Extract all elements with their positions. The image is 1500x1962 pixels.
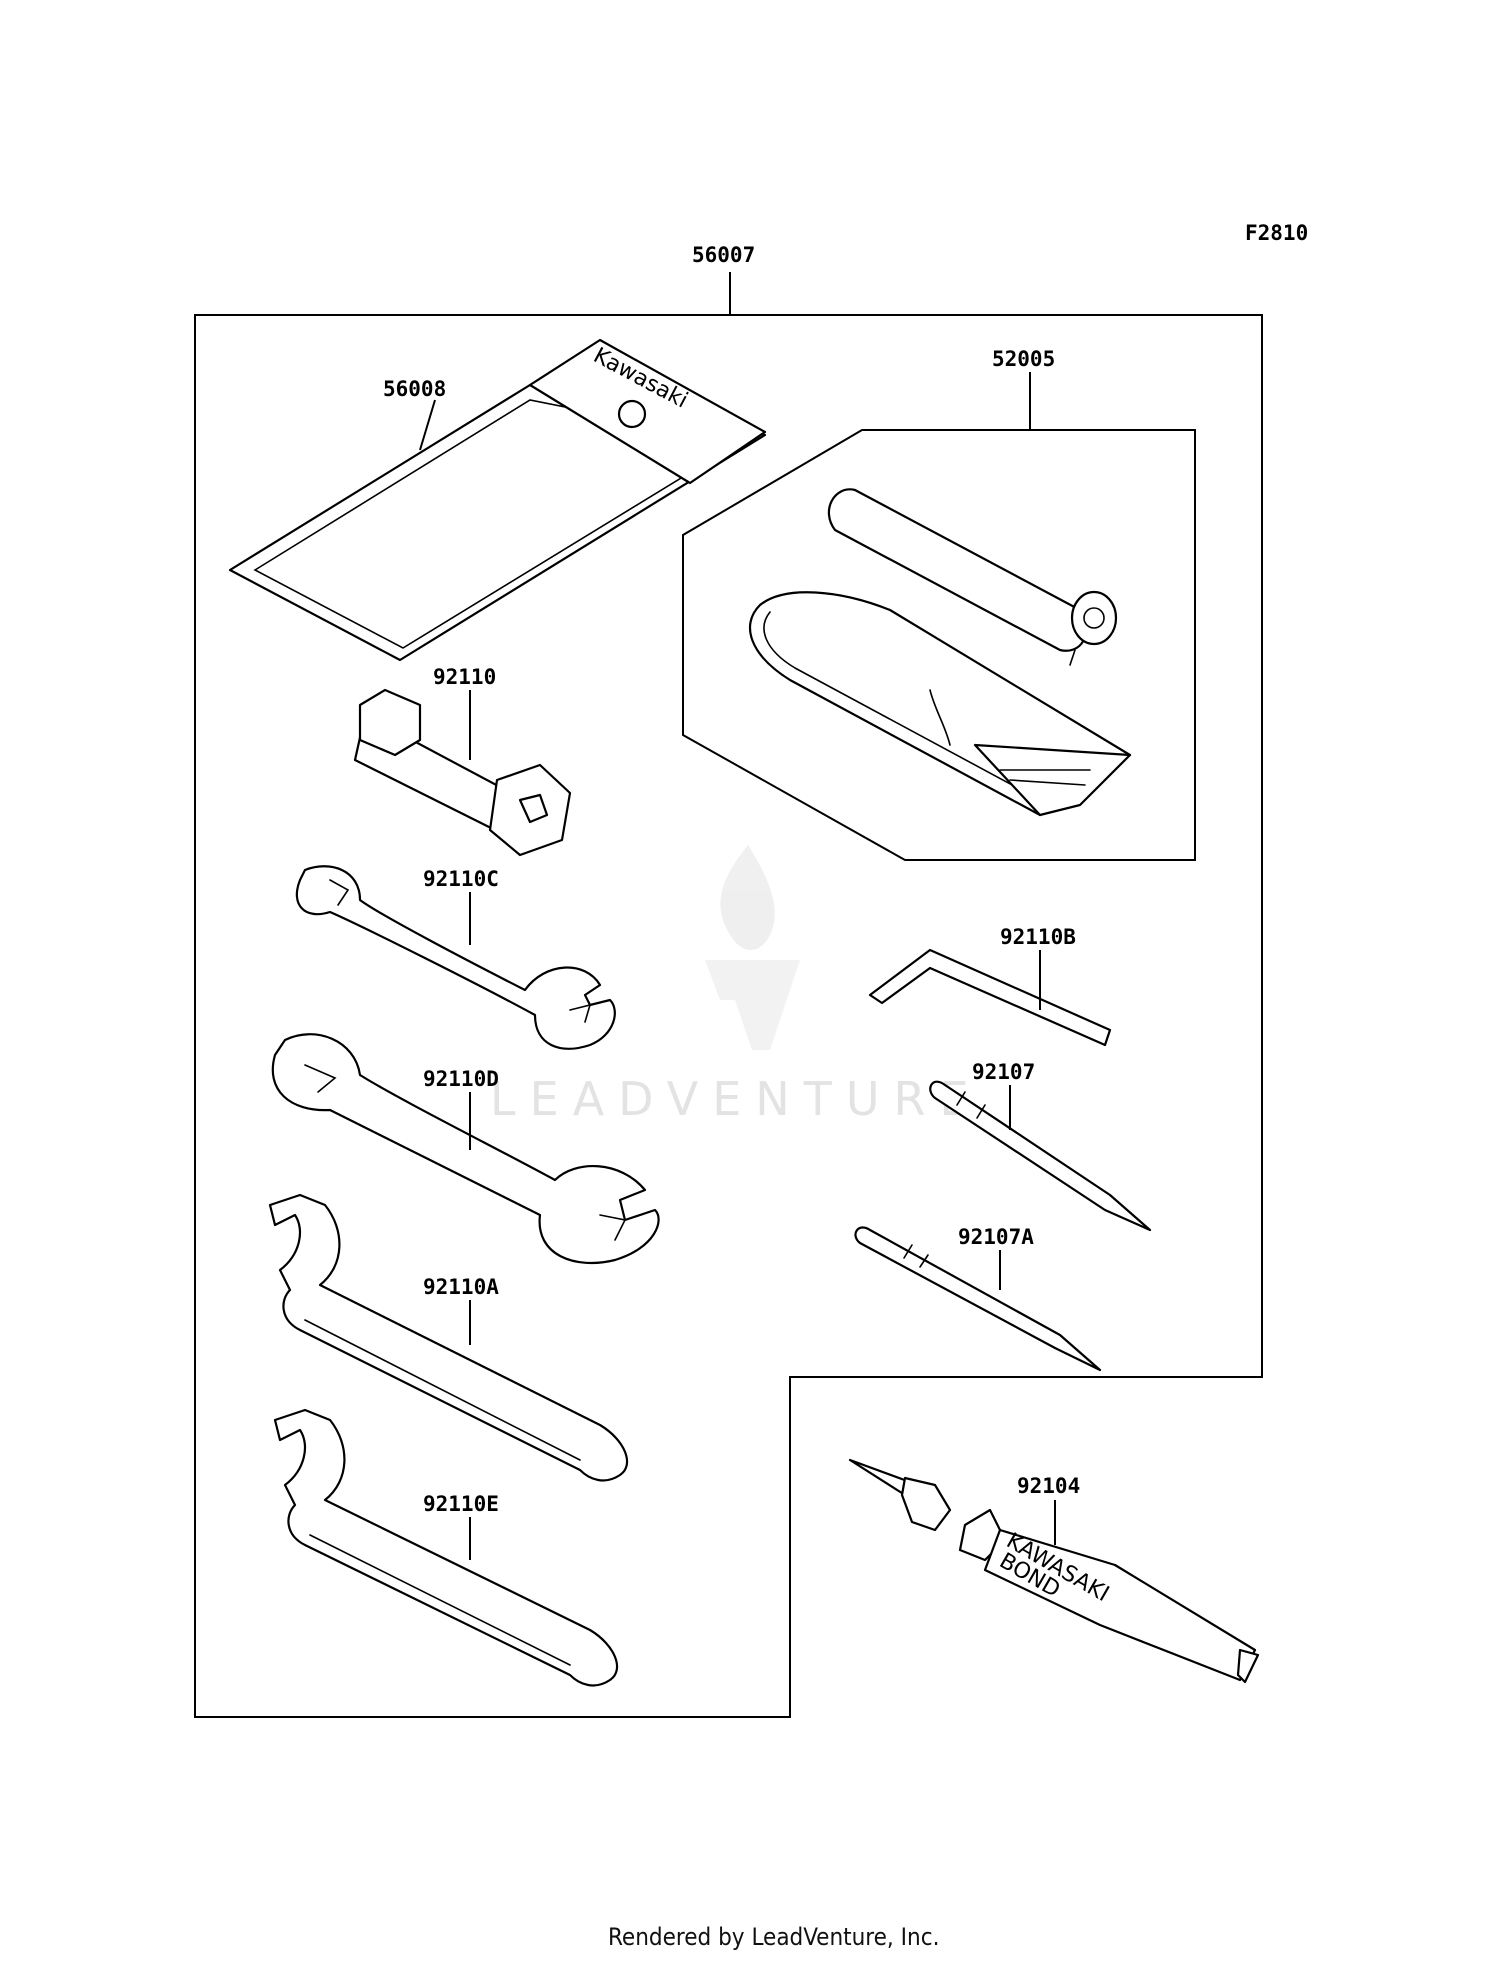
part-label-92107A: 92107A [958, 1225, 1034, 1249]
part-label-56008: 56008 [383, 377, 446, 401]
part-label-92110B: 92110B [1000, 925, 1076, 949]
tire-repair-pouch [748, 591, 1132, 817]
tire-repair-kit-outline [682, 429, 1196, 861]
open-end-wrench-large [271, 1033, 660, 1265]
part-label-92110D: 92110D [423, 1067, 499, 1091]
part-label-92110: 92110 [433, 665, 496, 689]
part-label-92110C: 92110C [423, 867, 499, 891]
part-label-56007: 56007 [692, 243, 755, 267]
hook-wrench-2 [273, 1408, 619, 1687]
screwdriver-bit-2 [854, 1226, 1102, 1372]
part-label-92110A: 92110A [423, 1275, 499, 1299]
part-label-52005: 52005 [992, 347, 1055, 371]
tire-repair-tube [827, 488, 1118, 666]
footer-credit: Rendered by LeadVenture, Inc. [608, 1923, 939, 1951]
screwdriver-bit [929, 1080, 1152, 1232]
tool-bag: Kawasaki [228, 338, 767, 662]
part-label-92110E: 92110E [423, 1492, 499, 1516]
watermark-text: LEADVENTURE [490, 1072, 983, 1126]
diagram-code: F2810 [1245, 221, 1308, 245]
hook-wrench [268, 1193, 629, 1482]
part-label-92107: 92107 [972, 1060, 1035, 1084]
hex-key [868, 948, 1112, 1047]
leader-56008 [419, 399, 436, 451]
plug-wrench [353, 688, 572, 857]
part-label-92104: 92104 [1017, 1474, 1080, 1498]
open-end-wrench-small [295, 865, 616, 1050]
watermark-logo [705, 845, 800, 1050]
tool-kit-outline [194, 314, 1263, 1718]
